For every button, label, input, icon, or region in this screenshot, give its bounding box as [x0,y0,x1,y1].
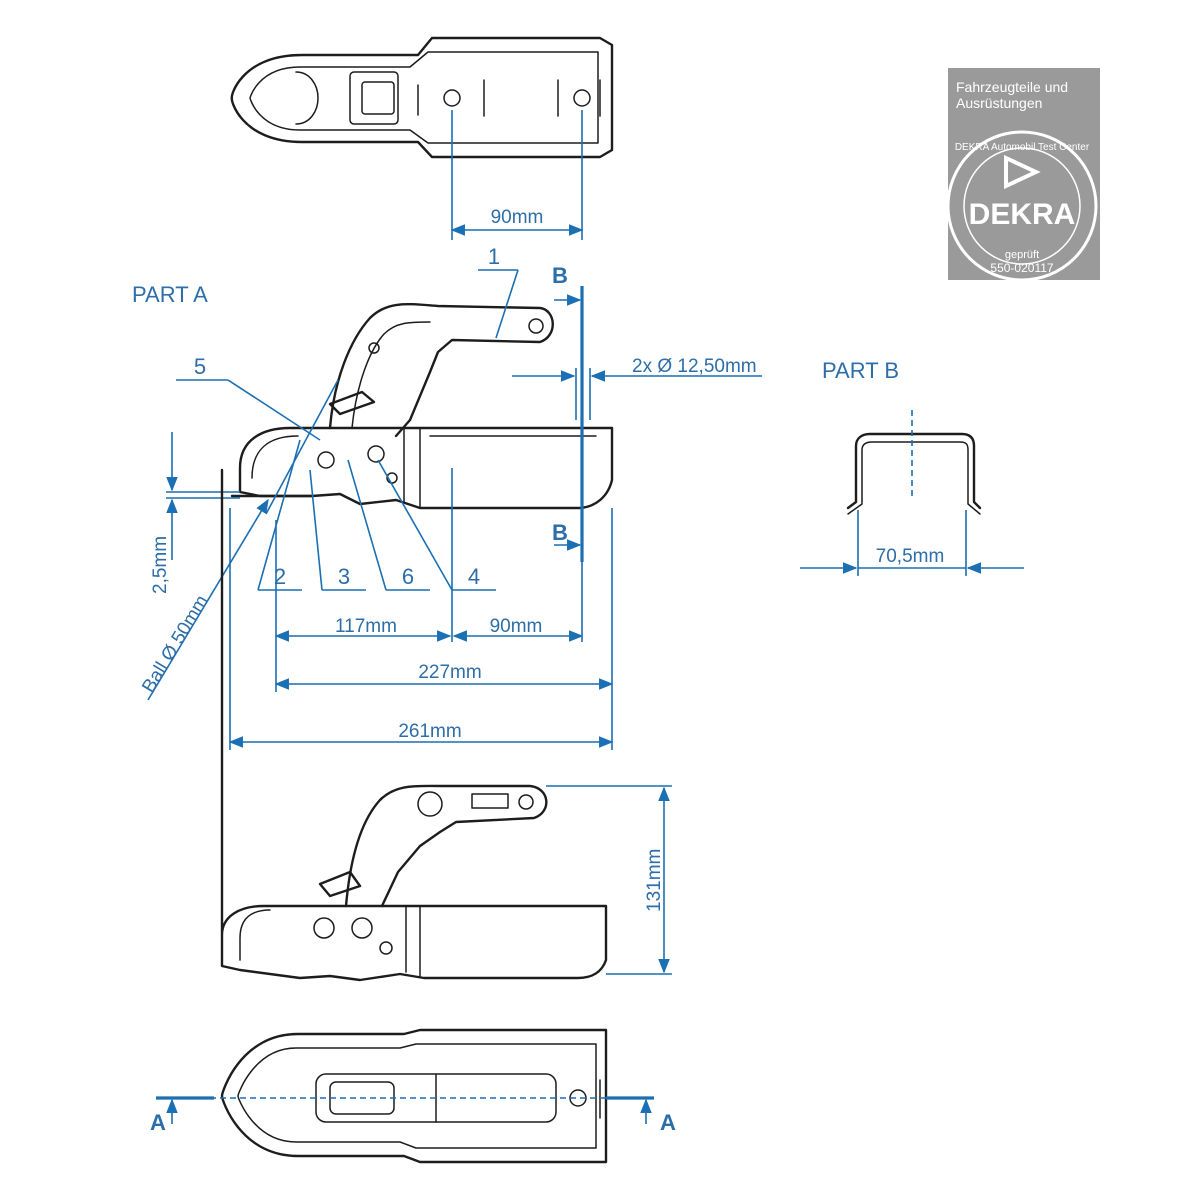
part-b: PART B 70,5mm [800,358,1024,576]
part-b-width-label: 70,5mm [876,546,945,567]
dim-90-label: 90mm [490,616,543,637]
badge-header-line2: Ausrüstungen [956,95,1042,111]
offset-dimension: 2,5mm [150,432,240,594]
bottom-view: A A [150,1028,676,1164]
badge-brand: DEKRA [969,198,1076,231]
badge-header-line1: Fahrzeugteile und [956,79,1068,95]
section-a-left-label: A [150,1110,166,1135]
height-label: 131mm [644,849,665,912]
hole-spacing-label: 90mm [491,207,544,228]
callout-3: 3 [338,564,350,589]
badge-ring-text: DEKRA Automobil Test Center [955,142,1090,153]
part-a: PART A B B [132,244,762,750]
callout-6: 6 [402,564,414,589]
section-b-bottom-label: B [552,520,568,545]
top-view: 90mm [230,36,614,240]
callout-1: 1 [488,244,500,269]
side-view: 131mm [220,468,672,982]
section-b-top-label: B [552,263,568,288]
hole-diameter-label: 2x Ø 12,50mm [632,356,757,377]
section-a-right-label: A [660,1110,676,1135]
part-a-outline [230,303,614,510]
callout-2: 2 [274,564,286,589]
top-view-dimension: 90mm [450,110,584,240]
callouts: 1 5 2 3 6 4 [176,244,519,591]
dim-261-label: 261mm [398,721,461,742]
dim-117-label: 117mm [335,616,397,637]
part-a-title: PART A [132,282,208,307]
dim-227-label: 227mm [418,662,481,683]
hole-diameter-dimension: 2x Ø 12,50mm [512,356,762,420]
section-b-marker: B B [552,263,584,562]
dekra-certification-logo: Fahrzeugteile und Ausrüstungen DEKRA gep… [946,68,1100,282]
ball-diameter-label: Ball Ø 50mm [138,592,213,697]
offset-label: 2,5mm [150,536,171,594]
badge-status: geprüft [1005,249,1039,261]
length-dimensions: 117mm 90mm 227mm 261mm [228,468,614,750]
badge-number: 550-020117 [990,261,1053,275]
callout-5: 5 [194,354,206,379]
top-view-outline [230,36,614,159]
ball-diameter-dimension: Ball Ø 50mm [138,498,269,701]
callout-4: 4 [468,564,480,589]
part-b-title: PART B [822,358,899,383]
